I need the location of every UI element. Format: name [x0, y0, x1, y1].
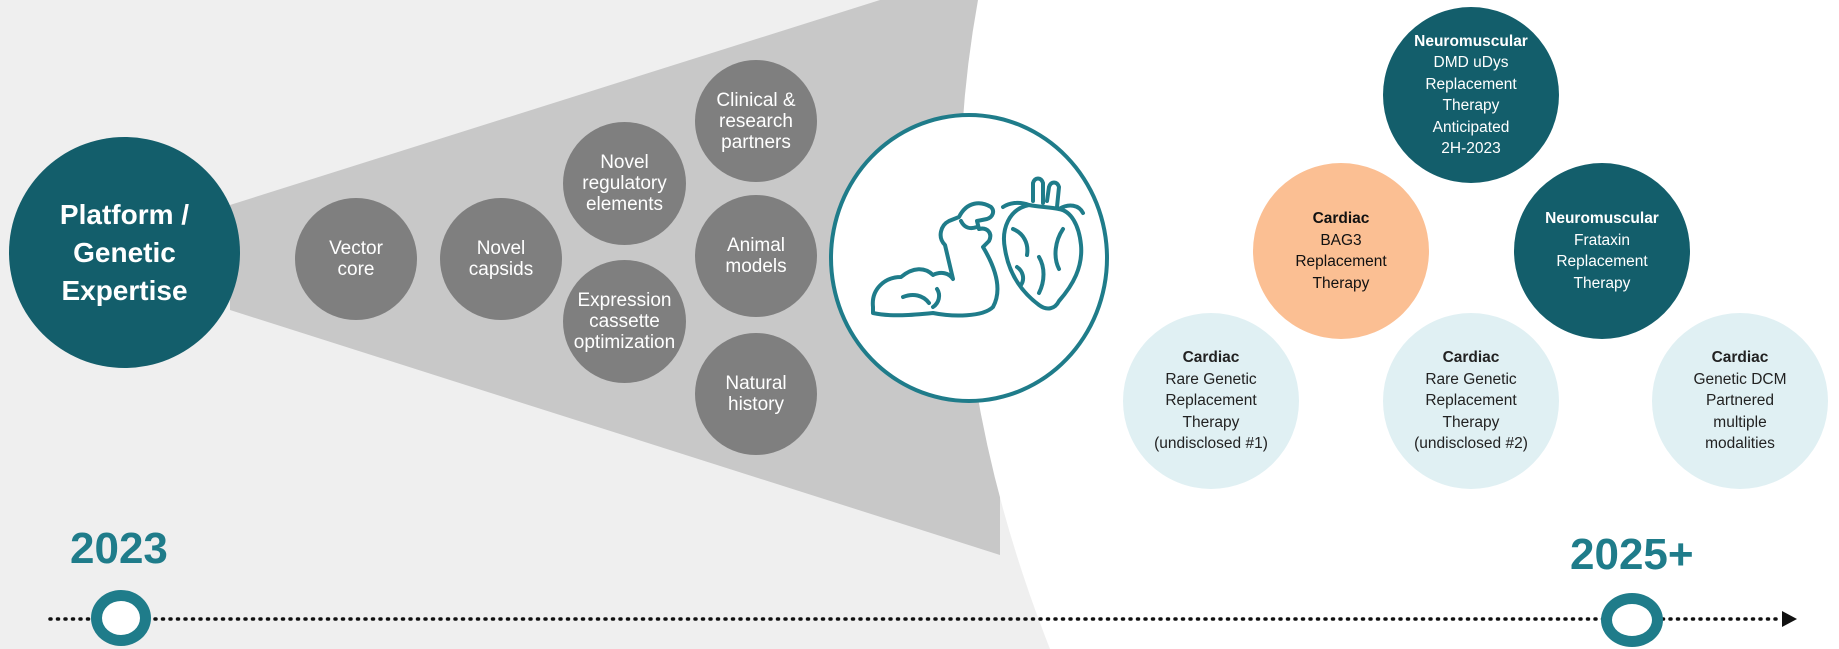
capability-animal-models: Animal models: [695, 195, 817, 317]
program-neuromuscular-dmd: Neuromuscular DMD uDys Replacement Thera…: [1383, 7, 1559, 183]
capability-label: Natural history: [725, 373, 787, 415]
capability-expression-cassette-optimization: Expression cassette optimization: [563, 260, 686, 383]
right-white-region: [960, 0, 1839, 649]
anatomical-heart-icon: [1001, 176, 1085, 311]
program-neuromuscular-frataxin: Neuromuscular Frataxin Replacement Thera…: [1514, 163, 1690, 339]
capability-label: Animal models: [725, 235, 787, 277]
program-description: BAG3 Replacement Therapy: [1295, 231, 1387, 292]
capability-vector-core: Vector core: [295, 198, 417, 320]
program-description: Rare Genetic Replacement Therapy (undisc…: [1154, 370, 1268, 453]
timeline-arrowhead: [1782, 611, 1797, 627]
timeline-start-year: 2023: [70, 524, 168, 573]
program-cardiac-undisclosed-1: Cardiac Rare Genetic Replacement Therapy…: [1123, 313, 1299, 489]
program-description: Rare Genetic Replacement Therapy (undisc…: [1414, 370, 1528, 453]
capability-novel-regulatory-elements: Novel regulatory elements: [563, 122, 686, 245]
program-category: Cardiac: [1711, 349, 1769, 367]
focus-muscle-heart-circle: [829, 113, 1109, 403]
program-description: Genetic DCM Partnered multiple modalitie…: [1693, 370, 1787, 453]
timeline-start-node: [91, 590, 151, 646]
timeline-end-year: 2025+: [1570, 530, 1694, 579]
capability-label: Clinical & research partners: [716, 89, 796, 153]
program-category: Cardiac: [1442, 349, 1500, 367]
capability-label: Expression cassette optimization: [573, 290, 676, 353]
program-category: Neuromuscular: [1545, 210, 1659, 227]
program-cardiac-undisclosed-2: Cardiac Rare Genetic Replacement Therapy…: [1383, 313, 1559, 489]
platform-label: Platform / Genetic Expertise: [59, 198, 190, 306]
platform-genetic-expertise-circle: Platform / Genetic Expertise: [9, 137, 240, 368]
program-cardiac-bag3: Cardiac BAG3 Replacement Therapy: [1253, 163, 1429, 339]
capability-clinical-research-partners: Clinical & research partners: [695, 60, 817, 182]
capability-natural-history: Natural history: [695, 333, 817, 455]
focus-icons: [870, 176, 1085, 318]
program-category: Neuromuscular: [1414, 32, 1528, 50]
program-cardiac-genetic-dcm: Cardiac Genetic DCM Partnered multiple m…: [1652, 313, 1828, 489]
capability-label: Novel regulatory elements: [582, 152, 667, 215]
program-description: Frataxin Replacement Therapy: [1556, 231, 1648, 292]
program-category: Cardiac: [1182, 349, 1240, 367]
program-category: Cardiac: [1312, 210, 1370, 227]
capability-label: Vector core: [329, 238, 383, 280]
timeline-end-node: [1601, 593, 1663, 647]
capability-novel-capsids: Novel capsids: [440, 198, 562, 320]
flexed-arm-icon: [870, 201, 1000, 318]
capability-label: Novel capsids: [468, 238, 534, 280]
program-description: DMD uDys Replacement Therapy Anticipated…: [1425, 54, 1517, 157]
